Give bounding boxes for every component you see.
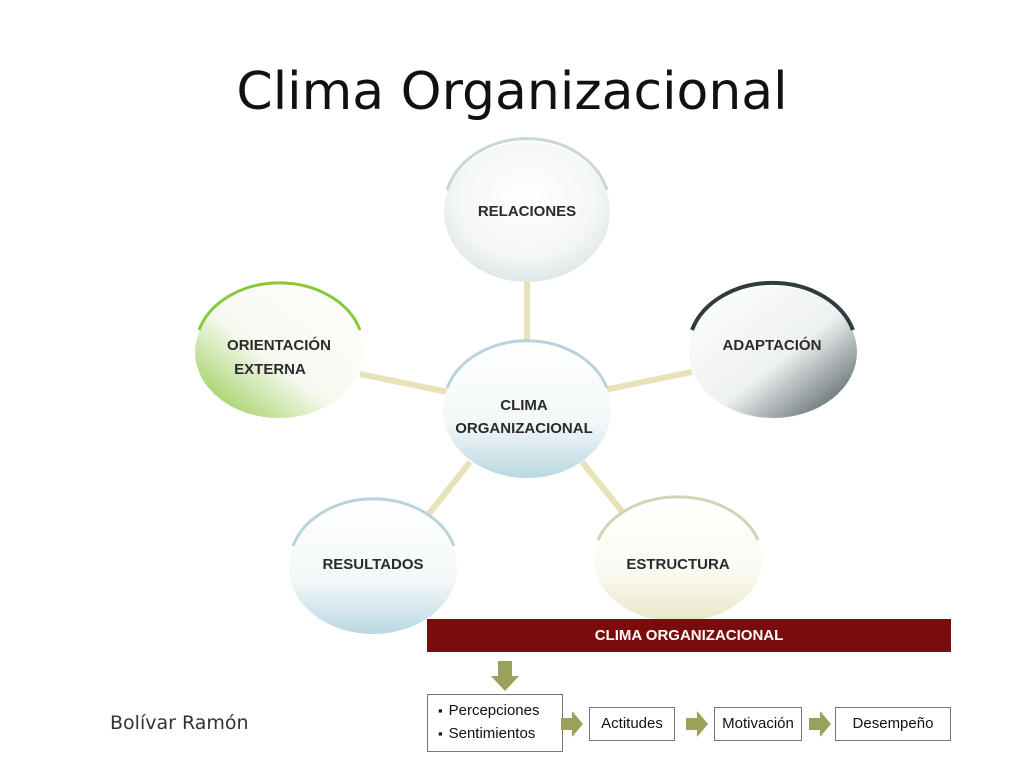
label-adaptacion: ADAPTACIÓN — [723, 336, 822, 354]
label-orientacion-line2: EXTERNA — [234, 361, 306, 378]
flow-banner: CLIMA ORGANIZACIONAL — [427, 619, 951, 652]
flow-box-perceptions: Percepciones Sentimientos — [427, 694, 563, 752]
node-resultados: RESULTADOS — [289, 497, 457, 634]
footer-author: Bolívar Ramón — [110, 712, 249, 734]
node-relaciones: RELACIONES — [444, 137, 610, 282]
connector-orientacion — [359, 371, 449, 395]
label-center-line1: CLIMA — [500, 397, 548, 414]
node-center: CLIMA ORGANIZACIONAL — [443, 339, 611, 478]
flow-box-motivacion: Motivación — [714, 707, 802, 741]
label-resultados: RESULTADOS — [322, 556, 423, 573]
label-estructura: ESTRUCTURA — [626, 556, 729, 573]
connector-resultados — [425, 460, 473, 517]
flow-box-actitudes: Actitudes — [589, 707, 675, 741]
label-relaciones: RELACIONES — [478, 203, 576, 220]
label-orientacion-line1: ORIENTACIÓN — [227, 336, 331, 354]
node-estructura: ESTRUCTURA — [594, 495, 762, 622]
slide-title: Clima Organizacional — [236, 62, 788, 122]
flow-item-sentimientos: Sentimientos — [438, 722, 562, 745]
down-arrow-icon — [491, 661, 519, 691]
right-arrow-icon — [809, 711, 831, 737]
flow-item-percepciones: Percepciones — [438, 699, 562, 722]
right-arrow-icon — [561, 711, 583, 737]
right-arrow-icon — [686, 711, 708, 737]
connector-adaptacion — [603, 369, 693, 393]
flow-box-desempeno: Desempeño — [835, 707, 951, 741]
connectors — [359, 282, 693, 517]
label-center-line2: ORGANIZACIONAL — [455, 420, 593, 437]
node-orientacion-externa: ORIENTACIÓN EXTERNA — [195, 281, 363, 418]
node-adaptacion: ADAPTACIÓN — [689, 280, 857, 418]
connector-estructura — [579, 460, 628, 517]
